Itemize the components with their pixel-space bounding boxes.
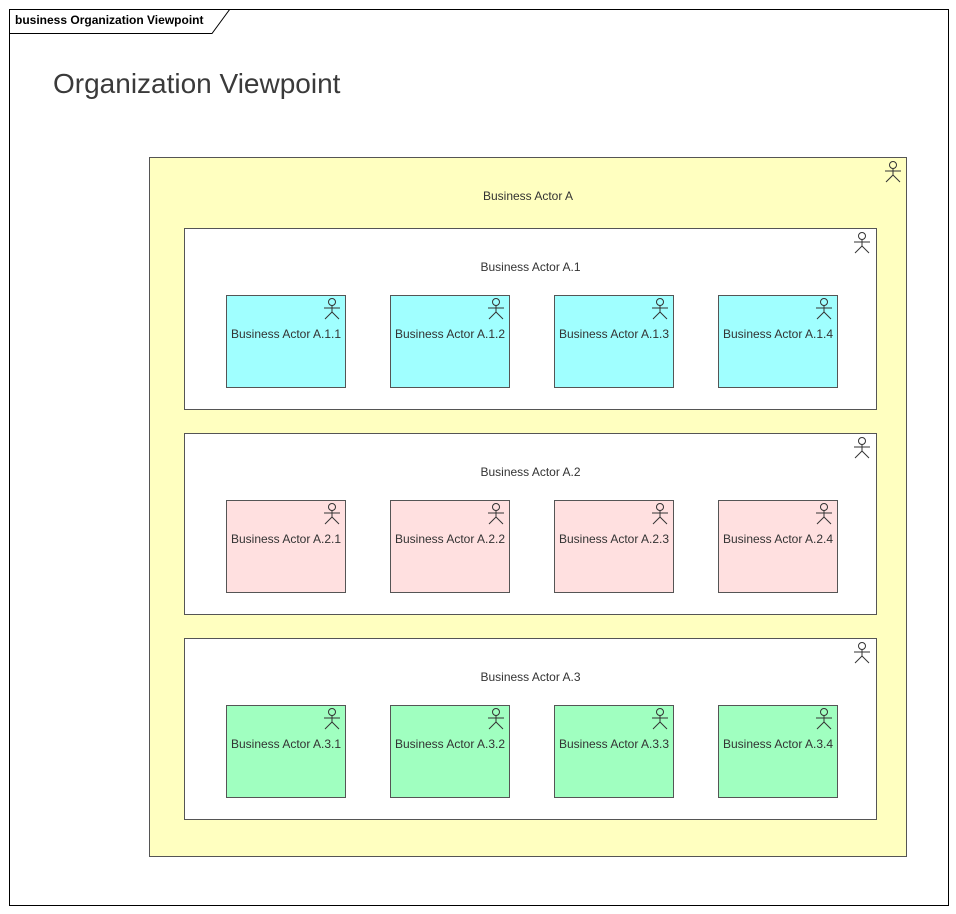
business-actor-node[interactable]: Business Actor A.1.4 [718,295,838,388]
actor-icon [815,503,833,525]
business-actor-node-label: Business Actor A.1.4 [722,327,834,341]
actor-icon [487,503,505,525]
business-actor-node-label: Business Actor A.2.1 [230,532,342,546]
business-actor-node[interactable]: Business Actor A.3.2 [390,705,510,798]
business-actor-node[interactable]: Business Actor A.2.1 [226,500,346,593]
business-actor-node-label: Business Actor A.3.3 [558,737,670,751]
actor-icon [884,161,902,183]
frame-tab-label: business Organization Viewpoint [15,13,204,27]
business-actor-node-label: Business Actor A.1.1 [230,327,342,341]
business-actor-group-label: Business Actor A.2 [480,465,581,479]
business-actor-node-label: Business Actor A.2.4 [722,532,834,546]
business-actor-node-label: Business Actor A.1.2 [394,327,506,341]
actor-icon [853,642,871,664]
actor-icon [651,708,669,730]
business-actor-node[interactable]: Business Actor A.3.4 [718,705,838,798]
business-actor-group-label: Business Actor A.3 [480,670,581,684]
frame-tab-shape [9,9,231,34]
business-actor-group-label: Business Actor A.1 [480,260,581,274]
page-title: Organization Viewpoint [53,68,341,99]
business-actor-node[interactable]: Business Actor A.3.3 [554,705,674,798]
business-actor-node[interactable]: Business Actor A.2.2 [390,500,510,593]
actor-icon [651,298,669,320]
actor-icon [323,503,341,525]
actor-icon [853,232,871,254]
actor-icon [815,708,833,730]
actor-icon [323,298,341,320]
actor-icon [853,437,871,459]
business-actor-node[interactable]: Business Actor A.1.3 [554,295,674,388]
business-actor-node[interactable]: Business Actor A.2.3 [554,500,674,593]
business-actor-node-label: Business Actor A.1.3 [558,327,670,341]
actor-icon [487,708,505,730]
business-actor-node[interactable]: Business Actor A.2.4 [718,500,838,593]
business-actor-node[interactable]: Business Actor A.1.1 [226,295,346,388]
actor-icon [815,298,833,320]
business-actor-node[interactable]: Business Actor A.3.1 [226,705,346,798]
business-actor-node-label: Business Actor A.3.1 [230,737,342,751]
business-actor-node-label: Business Actor A.2.2 [394,532,506,546]
actor-icon [651,503,669,525]
actor-icon [323,708,341,730]
business-actor-node-label: Business Actor A.3.4 [722,737,834,751]
business-actor-a-label: Business Actor A [482,189,574,203]
business-actor-node-label: Business Actor A.2.3 [558,532,670,546]
business-actor-node[interactable]: Business Actor A.1.2 [390,295,510,388]
business-actor-node-label: Business Actor A.3.2 [394,737,506,751]
actor-icon [487,298,505,320]
